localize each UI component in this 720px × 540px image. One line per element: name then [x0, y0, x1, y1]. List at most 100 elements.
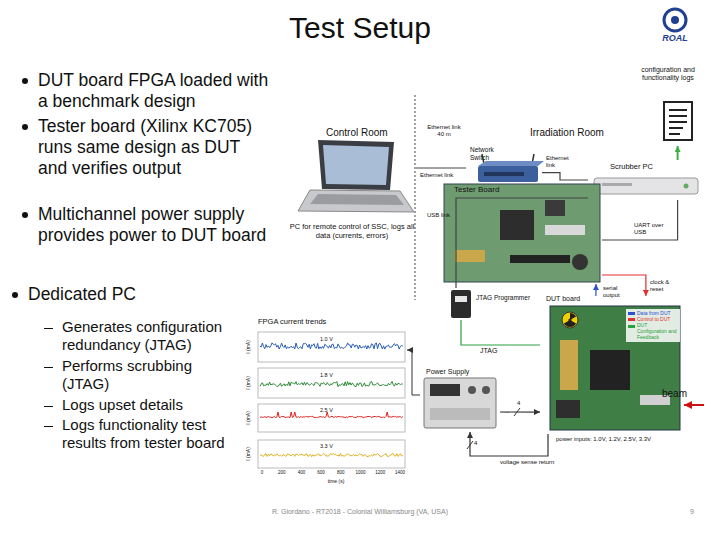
node-label: Power Supply	[426, 368, 496, 376]
control-pc: PC for remote control of SSC, logs all d…	[288, 138, 416, 258]
laptop-base	[298, 190, 414, 212]
text-label: Ethernet link 40 m	[424, 124, 464, 138]
plot-frame	[258, 332, 405, 362]
node-label: JTAG Programmer	[476, 294, 538, 302]
bullet-dash	[44, 406, 53, 408]
text-label: 1200	[370, 470, 390, 475]
log-line	[669, 133, 680, 135]
current-trace	[260, 381, 403, 386]
node-label: Network Switch	[470, 146, 514, 162]
bus-slash	[467, 441, 473, 449]
bullet-dash	[44, 367, 53, 369]
switch-top	[478, 161, 544, 166]
bullet-dash	[44, 328, 53, 330]
connector	[416, 167, 466, 168]
connector-label: clock & reset	[650, 279, 680, 293]
text-label: 200	[272, 470, 292, 475]
connector-label: JTAG	[480, 347, 510, 355]
bus-slash	[514, 408, 520, 416]
beam-arrow	[684, 404, 704, 406]
chip	[500, 210, 534, 240]
logo-dot	[671, 16, 679, 24]
scrubber-pc: Scrubber PC	[588, 160, 700, 200]
log-line	[669, 115, 687, 117]
pc-led	[684, 184, 689, 189]
laptop-keyboard	[310, 194, 404, 205]
connector-label: power inputs: 1.0V, 1.2V, 2.5V, 3.3V	[556, 436, 678, 443]
terminals	[430, 408, 490, 420]
text-label: 4	[474, 440, 484, 447]
text-label: I (mA)	[245, 403, 251, 433]
text-label: 4	[517, 400, 527, 407]
radiation-center	[568, 318, 571, 321]
radiation-sector	[564, 313, 576, 327]
text-label: beam	[662, 388, 702, 400]
connector-label: Ethernet link	[546, 155, 578, 169]
text-label: 1.8 V	[320, 372, 350, 379]
current-trace	[260, 343, 403, 349]
plot-frame	[258, 440, 405, 468]
display	[430, 384, 460, 396]
network-switch: Network Switch	[466, 146, 542, 186]
connector-label: USB link	[414, 212, 450, 219]
legend-text: Data from DUT	[637, 311, 671, 317]
connector	[677, 146, 679, 160]
knob	[482, 386, 490, 394]
text-label: R. Giordano - RT2018 - Colonial Williams…	[190, 508, 530, 516]
legend-row: Control to DUT	[628, 317, 678, 323]
bullet-text: Logs functionality test results from tes…	[62, 416, 237, 452]
log-line	[669, 109, 687, 111]
dut-board-pcb	[550, 306, 680, 430]
node-label: Tester Board	[454, 185, 574, 195]
plot-frame	[258, 368, 405, 398]
text-label: 9	[690, 508, 710, 516]
connector-label: serial output	[603, 285, 635, 299]
text-label: I (mA)	[245, 368, 251, 398]
log-line	[669, 121, 687, 123]
room-divider	[415, 95, 416, 300]
jtag-programmer: JTAG Programmer	[448, 288, 474, 320]
laptop-screen	[318, 140, 394, 190]
device-label	[455, 296, 467, 302]
connector	[455, 250, 485, 262]
plot-lines	[260, 343, 403, 457]
text-label: Control Room	[326, 127, 416, 139]
connector	[595, 284, 596, 296]
text-label: FPGA current trends	[258, 317, 378, 326]
bullet-dot	[22, 212, 28, 218]
connector	[542, 173, 588, 180]
tester-board-pcb	[444, 184, 600, 282]
node-label: DUT board	[546, 295, 646, 303]
slide-title: Test Setup	[0, 10, 720, 46]
text-label: 0	[252, 470, 272, 475]
knob	[468, 386, 476, 394]
tester-board: Tester Board	[440, 180, 602, 284]
bullet-text: Generates configuration redundancy (JTAG…	[62, 318, 237, 354]
pc-slot	[602, 183, 632, 186]
legend-swatch	[628, 318, 635, 321]
chip	[556, 400, 580, 418]
bullet-text: Multichannel power supply provides power…	[38, 204, 273, 246]
bullet-text: Logs upset details	[62, 396, 237, 414]
plot-frame	[258, 404, 405, 432]
log-document	[664, 102, 692, 140]
chip	[545, 200, 565, 216]
connector	[560, 340, 578, 390]
network-switch	[478, 166, 538, 182]
connector-label: Ethernet link	[420, 172, 466, 179]
text-label: 1000	[351, 470, 371, 475]
node-label: Scrubber PC	[610, 162, 690, 171]
connector	[461, 320, 540, 345]
legend-box: Data from DUTControl to DUTDUT Configura…	[626, 309, 680, 342]
text-label: I (mA)	[245, 439, 251, 469]
legend-text: Control to DUT	[637, 317, 670, 323]
text-label: 800	[331, 470, 351, 475]
node-label: PC for remote control of SSC, logs all d…	[288, 222, 416, 240]
bullet-dot	[22, 124, 28, 130]
legend-text: DUT Configuration and Feedback	[637, 323, 678, 340]
connector	[545, 225, 585, 235]
current-readback-line	[407, 350, 420, 395]
connector-label: UART over USB	[634, 222, 674, 236]
connector	[470, 432, 548, 456]
